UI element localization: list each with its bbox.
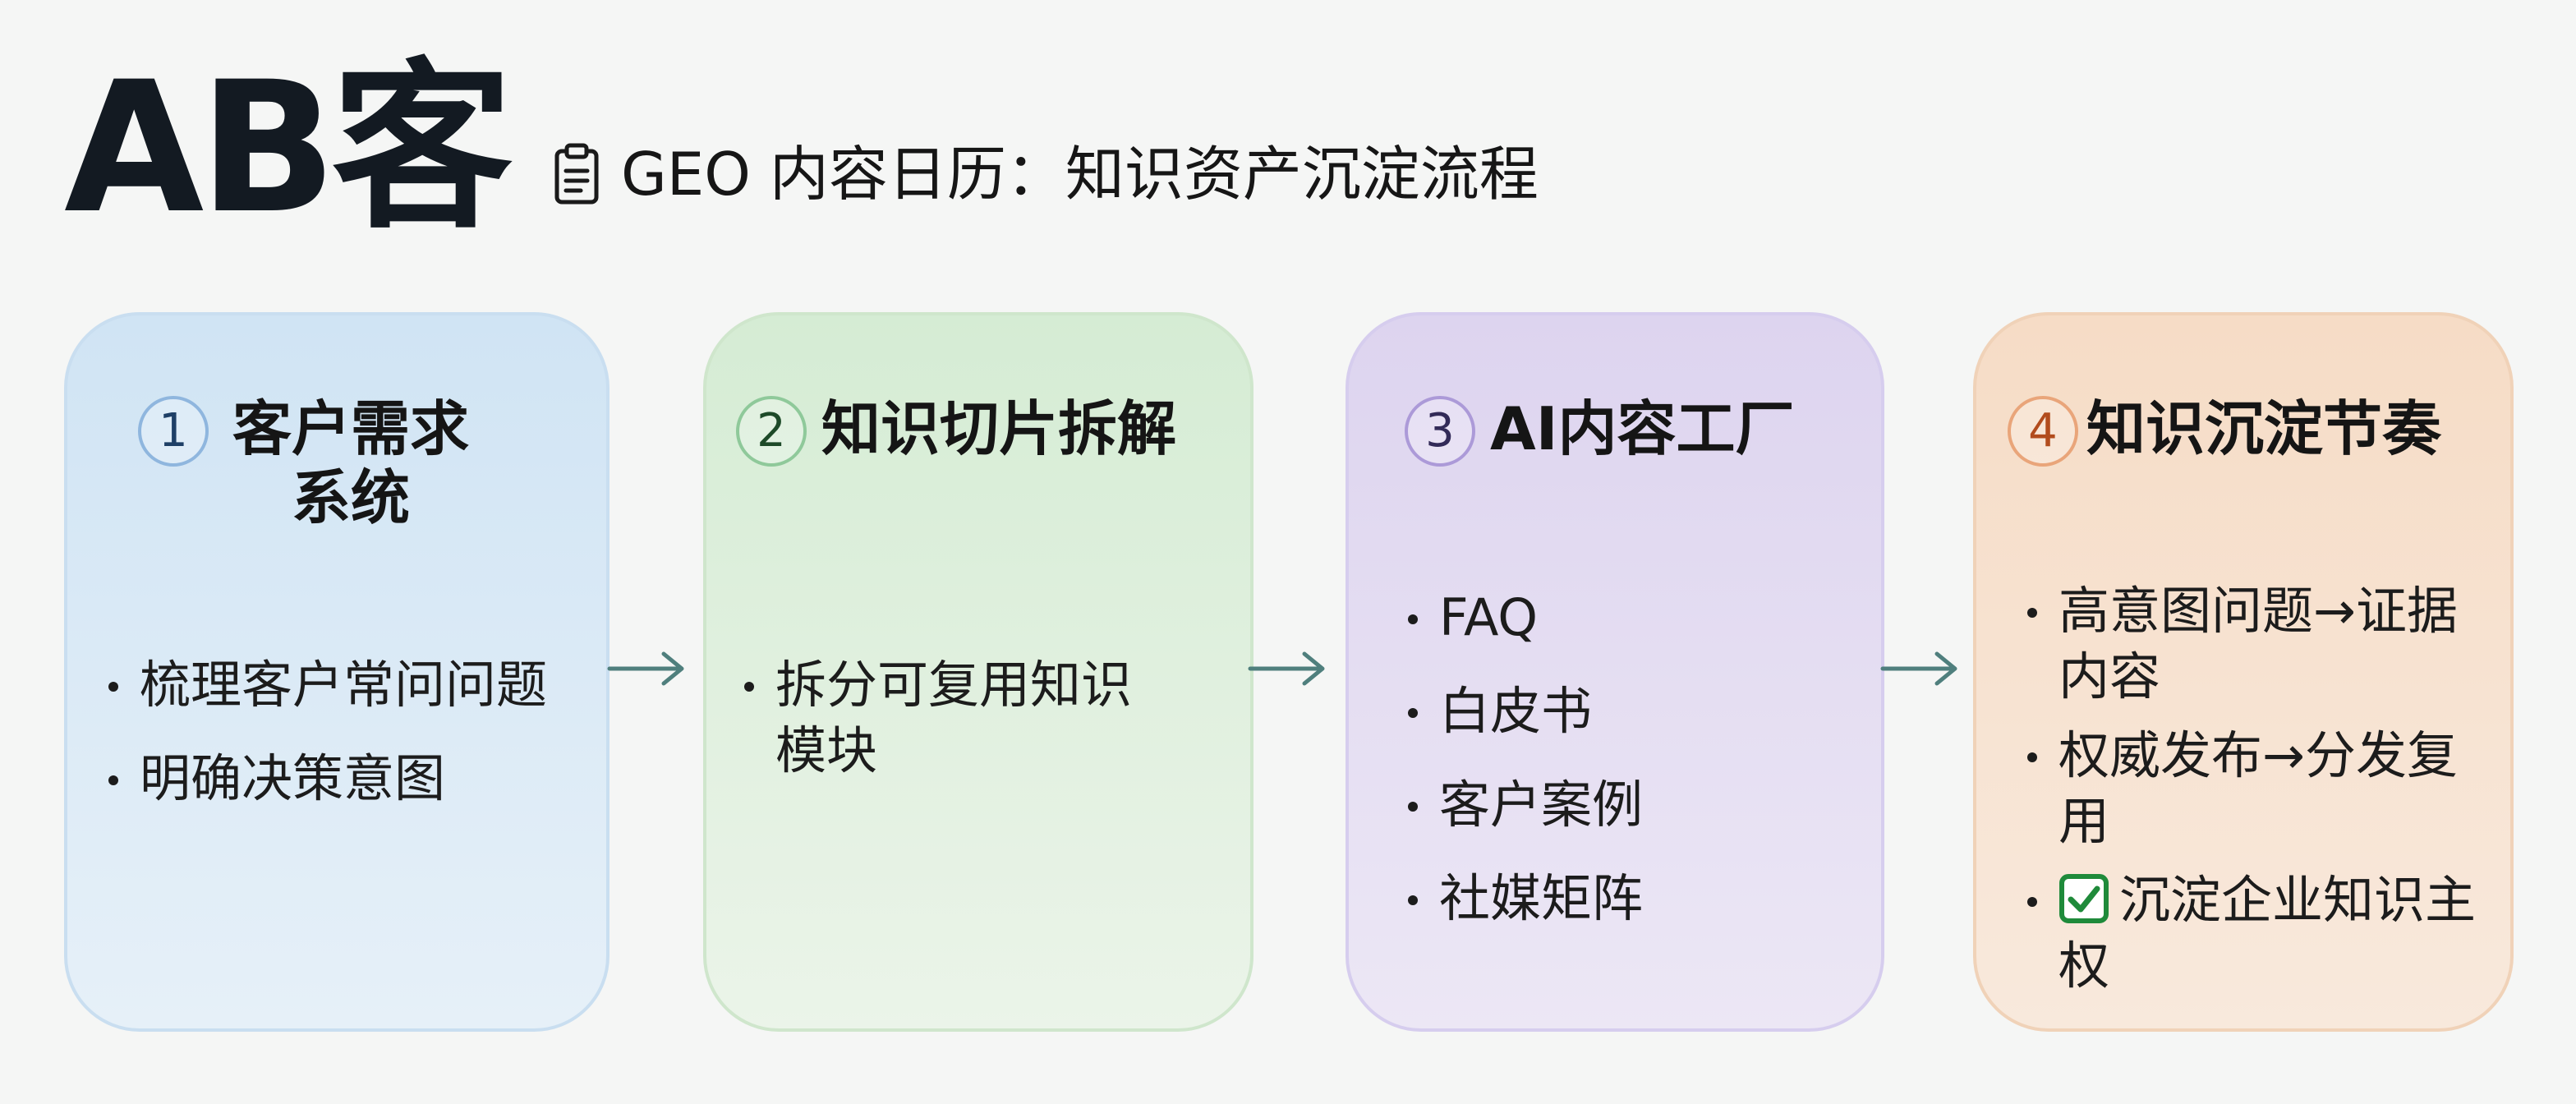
step-3-number: 3 (1405, 396, 1475, 467)
list-item: 社媒矩阵 (1403, 866, 1863, 932)
list-item: 客户案例 (1403, 772, 1863, 838)
list-item: 沉淀企业知识主权 (2022, 867, 2477, 999)
step-1-title: 客户需求系统 (232, 394, 469, 532)
step-2-number: 2 (736, 396, 807, 467)
step-1-number: 1 (138, 396, 209, 467)
step-1-header: 1 客户需求系统 (138, 394, 478, 532)
step-card-2: 2 知识切片拆解 拆分可复用知识模块 (703, 312, 1254, 1032)
list-item: 白皮书 (1403, 678, 1863, 744)
list-item: 权威发布→分发复用 (2022, 723, 2477, 854)
list-item-label: 沉淀企业知识主权 (2058, 870, 2477, 996)
step-2-bullets: 拆分可复用知识模块 (739, 652, 1216, 784)
document-icon (554, 143, 599, 205)
step-1-bullets: 梳理客户常问问题 明确决策意图 (104, 652, 588, 840)
checkbox-checked-icon (2059, 874, 2109, 923)
step-card-4: 4 知识沉淀节奏 高意图问题→证据内容 权威发布→分发复用 沉淀企业知识主权 (1973, 312, 2514, 1032)
arrow-right-icon (1880, 651, 1957, 686)
page-title: GEO 内容日历：知识资产沉淀流程 (621, 140, 1539, 209)
step-3-bullets: FAQ 白皮书 客户案例 社媒矩阵 (1403, 585, 1863, 959)
list-item: 高意图问题→证据内容 (2022, 578, 2477, 710)
arrow-right-icon (607, 651, 684, 686)
brand-logo: AB客 (64, 43, 513, 253)
list-item: FAQ (1403, 585, 1863, 651)
page-header: GEO 内容日历：知识资产沉淀流程 (552, 133, 1539, 215)
list-item: 拆分可复用知识模块 (739, 652, 1170, 784)
step-2-title: 知识切片拆解 (821, 394, 1177, 463)
arrow-right-icon (1248, 651, 1325, 686)
list-item: 明确决策意图 (104, 746, 588, 812)
step-card-3: 3 AI内容工厂 FAQ 白皮书 客户案例 社媒矩阵 (1346, 312, 1884, 1032)
step-4-header: 4 知识沉淀节奏 (2008, 394, 2441, 467)
step-card-1: 1 客户需求系统 梳理客户常问问题 明确决策意图 (64, 312, 610, 1032)
step-4-bullets: 高意图问题→证据内容 权威发布→分发复用 沉淀企业知识主权 (2022, 578, 2499, 1012)
list-item: 梳理客户常问问题 (104, 652, 588, 718)
step-3-title: AI内容工厂 (1490, 394, 1795, 463)
step-4-title: 知识沉淀节奏 (2086, 394, 2442, 463)
step-4-number: 4 (2008, 396, 2078, 467)
step-2-header: 2 知识切片拆解 (736, 394, 1176, 467)
step-3-header: 3 AI内容工厂 (1405, 394, 1795, 467)
